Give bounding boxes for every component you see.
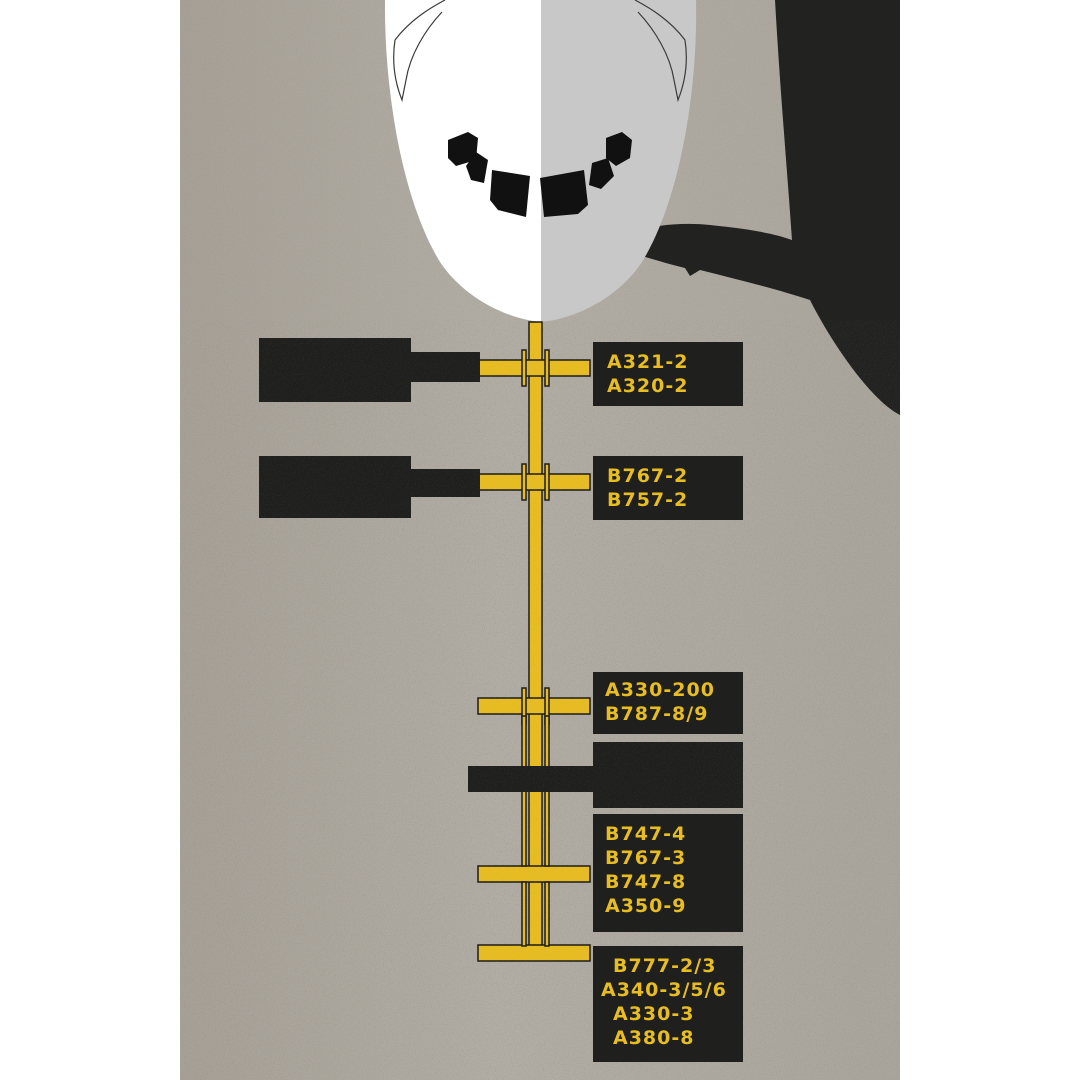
aircraft-type-label: B767-3 — [605, 847, 687, 869]
aircraft-nose — [384, 0, 697, 322]
stand-label-1: A321-2 A320-2 — [593, 342, 743, 406]
aircraft-type-label: A320-2 — [607, 375, 689, 397]
artwork — [180, 0, 900, 1080]
stand-label-4: B747-4 B767-3 B747-8 A350-9 — [593, 814, 743, 932]
aircraft-type-label: A321-2 — [607, 351, 689, 373]
aircraft-type-label: B747-8 — [605, 871, 687, 893]
aircraft-type-label: B767-2 — [607, 465, 689, 487]
aircraft-type-label: B747-4 — [605, 823, 687, 845]
wear-overlay — [180, 320, 900, 1080]
aircraft-type-label: B757-2 — [607, 489, 689, 511]
aircraft-type-label: B787-8/9 — [605, 703, 709, 725]
wing-shadow — [620, 0, 900, 415]
poster: A321-2 A320-2 B767-2 B757-2 A330-200 B78… — [180, 0, 900, 1080]
aircraft-type-label: A340-3/5/6 — [601, 979, 727, 1001]
stand-label-2: B767-2 B757-2 — [593, 456, 743, 520]
aircraft-type-label: B777-2/3 — [613, 955, 717, 977]
aircraft-type-label: A380-8 — [613, 1027, 695, 1049]
cockpit-windows — [448, 132, 632, 217]
aircraft-type-label: A330-200 — [605, 679, 715, 701]
aircraft-type-label: A330-3 — [613, 1003, 695, 1025]
stand-label-5: B777-2/3 A340-3/5/6 A330-3 A380-8 — [593, 946, 743, 1062]
aircraft-type-label: A350-9 — [605, 895, 687, 917]
stand-label-3: A330-200 B787-8/9 — [593, 672, 743, 734]
